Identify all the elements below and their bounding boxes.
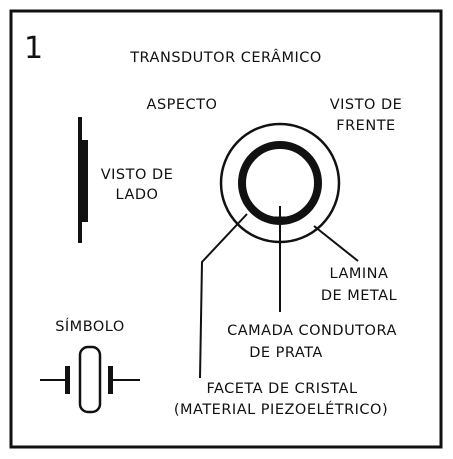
front-view-drawing	[219, 122, 341, 244]
symbol-plate-left	[65, 366, 70, 394]
label-camada-line2: DE PRATA	[249, 345, 323, 361]
piezo-symbol-drawing	[40, 345, 140, 414]
label-aspecto: ASPECTO	[147, 97, 218, 113]
label-lamina-line1: LAMINA	[330, 266, 389, 282]
label-camada-line1: CAMADA CONDUTORA	[227, 323, 397, 339]
leader-line-faceta	[199, 213, 248, 379]
side-view-metal-plate	[78, 117, 82, 243]
label-lamina-line2: DE METAL	[321, 288, 397, 304]
label-visto-de-lado-line1: VISTO DE	[101, 167, 174, 183]
symbol-crystal	[78, 345, 102, 414]
symbol-plate-right	[108, 366, 113, 394]
label-visto-de-frente-line2: FRENTE	[336, 118, 395, 134]
label-faceta-line1: FACETA DE CRISTAL	[206, 381, 357, 397]
diagram-title: TRANSDUTOR CERÂMICO	[129, 48, 322, 66]
side-view-crystal	[82, 140, 88, 222]
side-view-drawing	[78, 117, 88, 243]
label-visto-de-lado-line2: LADO	[116, 187, 159, 203]
figure-number: 1	[24, 31, 43, 66]
diagram-frame	[9, 9, 443, 449]
label-simbolo: SÍMBOLO	[55, 318, 125, 335]
label-faceta-line2: (MATERIAL PIEZOELÉTRICO)	[174, 401, 388, 418]
leader-line-lamina	[313, 225, 359, 262]
label-visto-de-frente-line1: VISTO DE	[330, 97, 403, 113]
